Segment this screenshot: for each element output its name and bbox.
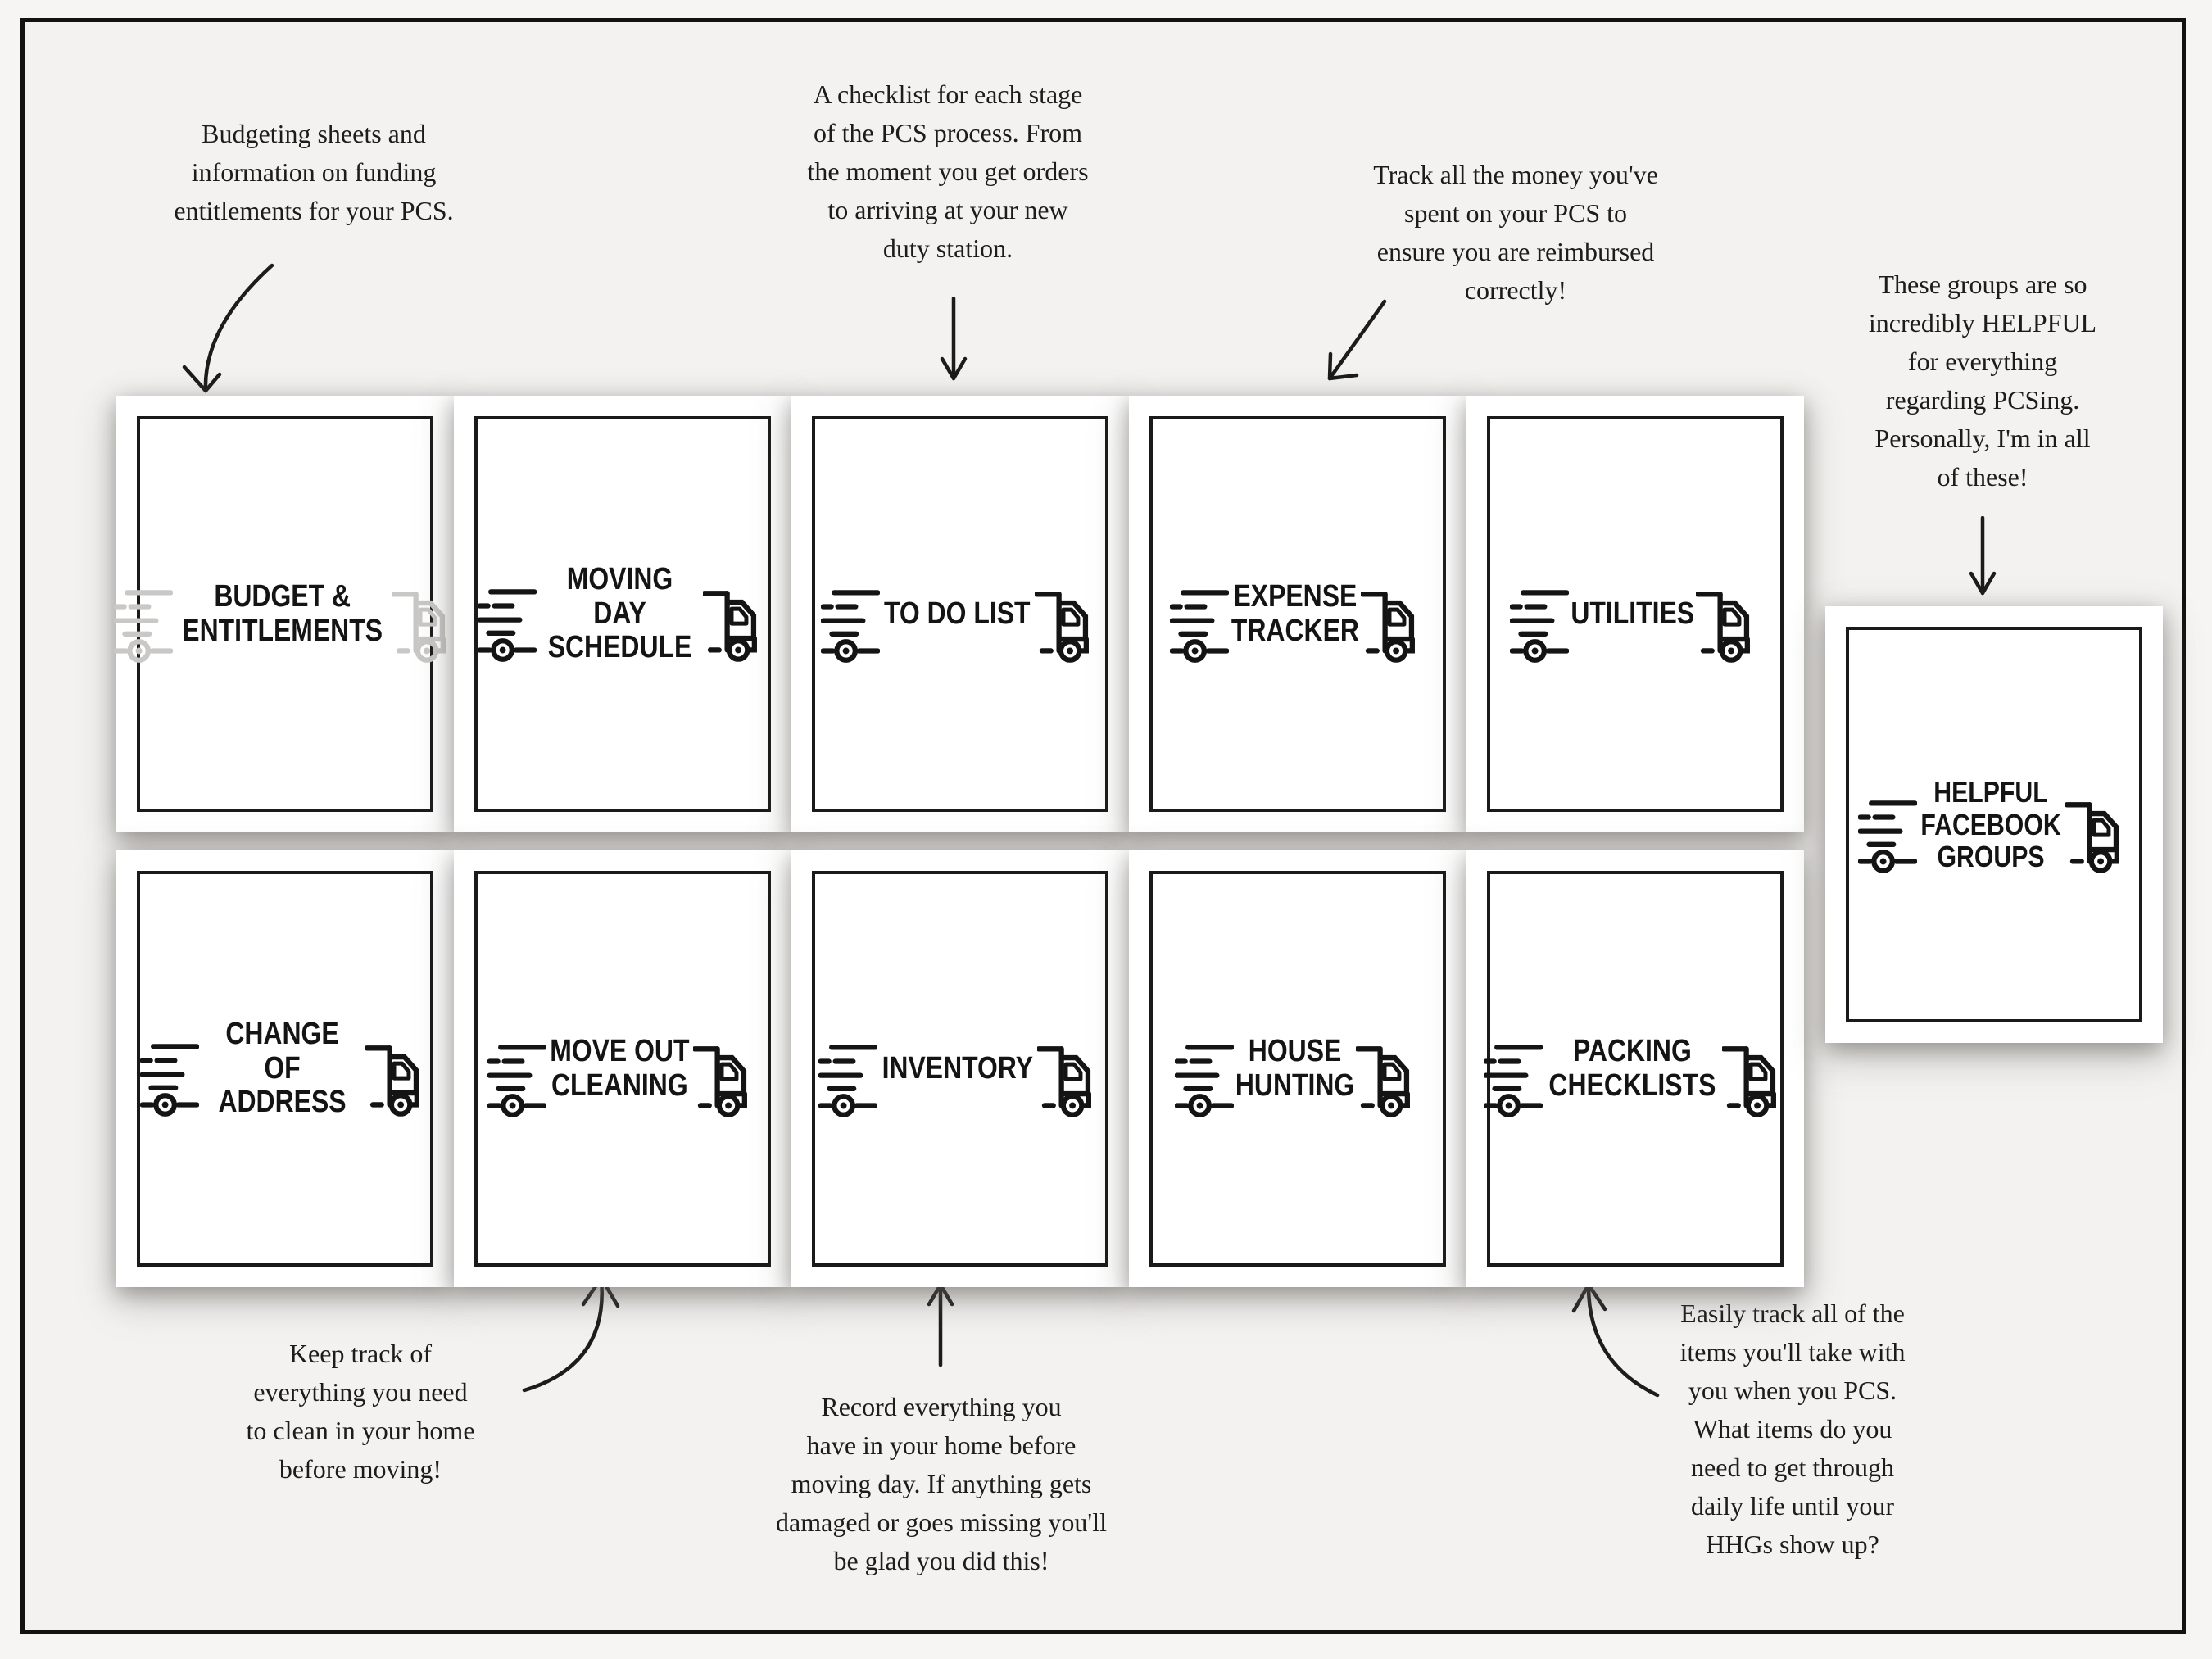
card-helpful-facebook-groups: HELPFUL FACEBOOK GROUPS xyxy=(1825,606,2163,1043)
card-title: HOUSE HUNTING xyxy=(1235,1033,1355,1103)
card-to-do-list: TO DO LIST xyxy=(791,396,1129,832)
truck-cab-icon xyxy=(365,1040,430,1117)
card-title: HELPFUL FACEBOOK GROUPS xyxy=(1920,775,2062,874)
speed-lines-icon xyxy=(818,1041,877,1118)
note-todo-list: A checklist for each stage of the PCS pr… xyxy=(807,79,1089,263)
card-budget-entitlements: BUDGET & ENTITLEMENTS xyxy=(116,396,454,832)
curved-arrow-up-left-icon xyxy=(1571,1282,1660,1398)
truck-cab-icon xyxy=(693,1041,758,1118)
note-facebook-groups: These groups are so incredibly HELPFUL f… xyxy=(1868,270,2097,492)
card-title: INVENTORY xyxy=(882,1050,1033,1086)
speed-lines-icon xyxy=(1510,587,1569,664)
note-move-out-cleaning: Keep track of everything you need to cle… xyxy=(246,1339,475,1484)
straight-arrow-down-icon xyxy=(940,297,968,381)
speed-lines-icon xyxy=(487,1041,546,1118)
card-title: CHANGE OF ADDRESS xyxy=(218,1016,347,1120)
truck-cab-icon xyxy=(1035,587,1099,664)
truck-cab-icon xyxy=(1696,587,1761,664)
card-title: TO DO LIST xyxy=(884,596,1031,631)
speed-lines-icon xyxy=(1170,587,1229,664)
card-moving-day-schedule: MOVING DAY SCHEDULE xyxy=(454,396,791,832)
card-title: MOVE OUT CLEANING xyxy=(550,1033,690,1103)
straight-arrow-down-icon xyxy=(1969,516,1997,596)
curved-arrow-up-right-icon xyxy=(522,1276,620,1393)
truck-cab-icon xyxy=(1361,587,1426,664)
speed-lines-icon xyxy=(1175,1041,1234,1118)
truck-cab-icon xyxy=(1037,1041,1102,1118)
speed-lines-icon xyxy=(140,1040,199,1117)
truck-cab-icon xyxy=(2065,797,2130,874)
curved-arrow-down-left-icon xyxy=(182,263,274,393)
truck-cab-icon xyxy=(1356,1041,1421,1118)
note-expense-tracker: Track all the money you've spent on your… xyxy=(1373,160,1658,305)
diagonal-arrow-down-left-icon xyxy=(1327,299,1387,381)
card-change-of-address: CHANGE OF ADDRESS xyxy=(116,850,454,1287)
card-title: BUDGET & ENTITLEMENTS xyxy=(182,578,383,648)
card-packing-checklists: PACKING CHECKLISTS xyxy=(1466,850,1804,1287)
card-expense-tracker: EXPENSE TRACKER xyxy=(1129,396,1466,832)
speed-lines-icon xyxy=(1858,797,1917,874)
card-title: UTILITIES xyxy=(1571,596,1694,631)
straight-arrow-up-icon xyxy=(927,1282,954,1367)
note-budget: Budgeting sheets and information on fund… xyxy=(174,119,454,225)
card-title: MOVING DAY SCHEDULE xyxy=(547,561,692,665)
card-house-hunting: HOUSE HUNTING xyxy=(1129,850,1466,1287)
note-inventory: Record everything you have in your home … xyxy=(776,1392,1107,1575)
card-inventory: INVENTORY xyxy=(791,850,1129,1287)
card-title: PACKING CHECKLISTS xyxy=(1548,1033,1716,1103)
speed-lines-icon xyxy=(114,587,173,664)
card-utilities: UTILITIES xyxy=(1466,396,1804,832)
truck-cab-icon xyxy=(1722,1041,1787,1118)
card-title: EXPENSE TRACKER xyxy=(1231,578,1359,648)
note-packing-checklists: Easily track all of the items you'll tak… xyxy=(1679,1299,1906,1559)
truck-cab-icon xyxy=(392,587,456,664)
speed-lines-icon xyxy=(1484,1041,1543,1118)
speed-lines-icon xyxy=(821,587,880,664)
truck-cab-icon xyxy=(703,586,768,663)
card-move-out-cleaning: MOVE OUT CLEANING xyxy=(454,850,791,1287)
speed-lines-icon xyxy=(478,586,537,663)
